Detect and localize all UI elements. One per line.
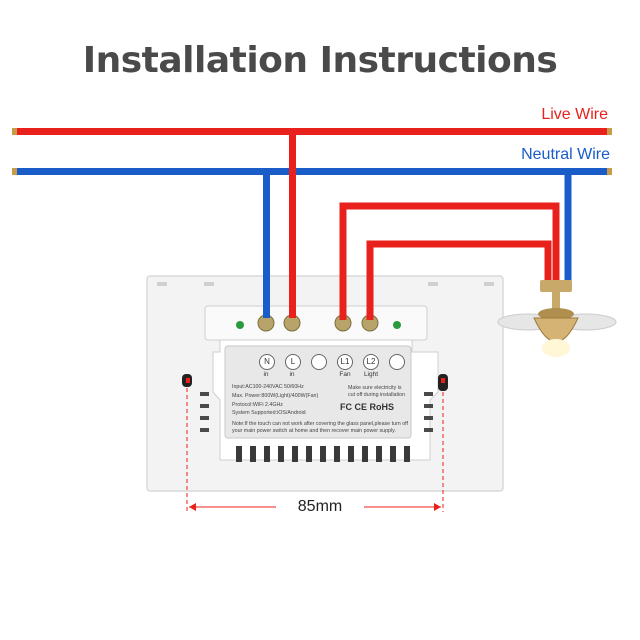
neutral-wire-tip-right — [607, 168, 612, 175]
panel-clip — [428, 282, 438, 286]
l1-fan-wire — [339, 202, 560, 320]
ceiling-fan-light-icon — [497, 280, 617, 357]
terminal-n-label: N — [259, 354, 275, 370]
side-vents — [200, 392, 433, 432]
live-drop-l — [289, 128, 296, 318]
heat-fins — [236, 446, 410, 462]
terminal-n-sub: in — [263, 371, 269, 378]
panel-clip — [484, 282, 494, 286]
spec-label — [224, 345, 412, 439]
neutral-wire-main — [16, 168, 608, 175]
terminal-l1-label: L1 — [337, 354, 353, 370]
mount-marker-right — [441, 378, 445, 383]
rohs-mark: RoHS — [369, 402, 395, 412]
spec-note-line1: Note:If the touch can not work after cov… — [232, 421, 408, 427]
terminal-empty-1 — [311, 354, 327, 370]
neutral-drop-n — [263, 168, 270, 318]
terminal-l1-sub: Fan — [339, 371, 351, 378]
spec-note-line2: your main power switch at home and then … — [232, 428, 396, 434]
neutral-wire-tip-left — [12, 168, 17, 175]
fcc-mark: FC — [340, 402, 352, 412]
terminal-l-label: L — [285, 354, 301, 370]
spec-power: Max. Power:800W(Light)/400W(Fan) — [232, 393, 319, 399]
panel-clip — [204, 282, 214, 286]
live-wire-main — [16, 128, 608, 135]
dimension-label: 85mm — [297, 498, 343, 515]
neutral-wire-label: Neutral Wire — [521, 146, 610, 163]
live-wire-label: Live Wire — [541, 106, 608, 123]
spec-system: System Supported:iOS/Android — [232, 410, 306, 416]
spec-protocol: Protocol:WiFi 2.4GHz — [232, 402, 283, 408]
mount-marker-left — [186, 378, 190, 383]
live-wire-tip-right — [607, 128, 612, 135]
panel-clip — [157, 282, 167, 286]
dimension-guide — [186, 388, 444, 512]
spec-input: Input:AC100-240VAC 50/60Hz — [232, 384, 304, 390]
terminal-empty-2 — [389, 354, 405, 370]
l2-light-wire — [366, 240, 552, 320]
live-wire-tip-left — [12, 128, 17, 135]
page-title: Installation Instructions — [82, 40, 558, 81]
ce-mark: CE — [354, 402, 368, 412]
terminal-l-sub: in — [289, 371, 295, 378]
certification-marks: FC CE RoHS — [340, 402, 394, 412]
spec-warning: Make sure electricity is cut off during … — [348, 385, 406, 398]
terminal-l2-label: L2 — [363, 354, 379, 370]
terminal-l2-sub: Light — [363, 371, 379, 378]
